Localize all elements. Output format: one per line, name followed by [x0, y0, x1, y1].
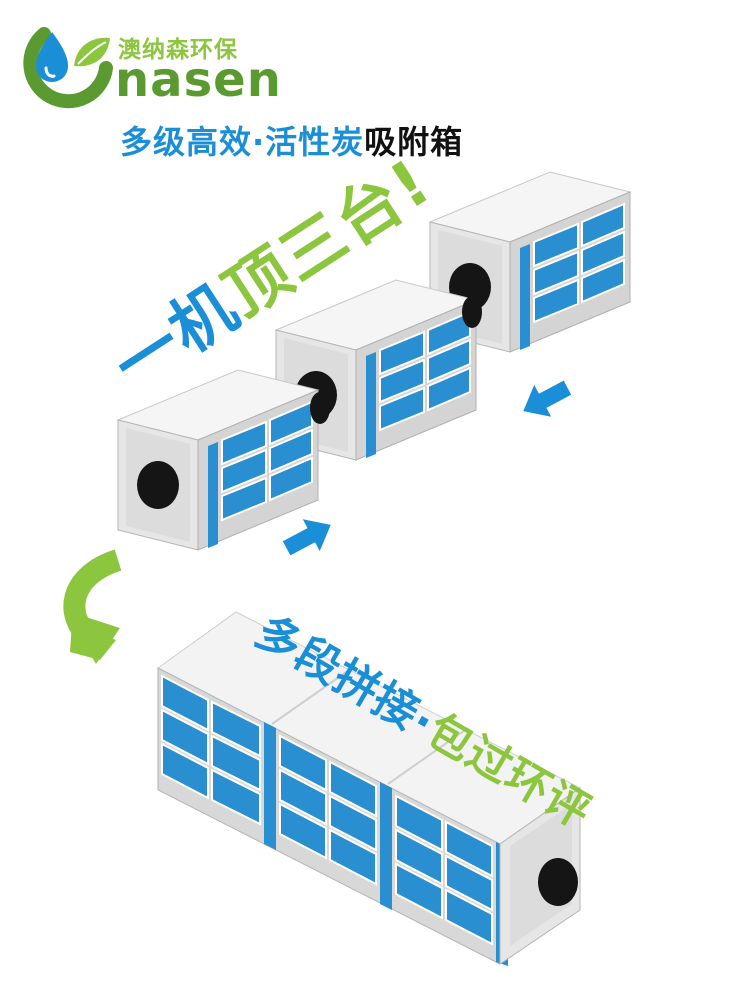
arrow-left-icon — [523, 380, 572, 417]
headline-part-1: 多级高效·活性炭 — [120, 123, 365, 161]
arrow-right-icon — [282, 519, 331, 556]
headline-part-2: 吸附箱 — [364, 123, 464, 161]
curved-arrow-down-icon — [63, 549, 122, 664]
logo-droplet-leaf-icon — [23, 27, 113, 109]
connector-duct — [462, 296, 482, 328]
brand-name-cn: 澳纳森环保 — [118, 37, 238, 63]
brand-name-en: nasen — [115, 52, 282, 108]
spliced-unit — [157, 611, 581, 966]
headline: 多级高效·活性炭吸附箱 — [120, 117, 463, 163]
connector-duct — [310, 392, 330, 424]
